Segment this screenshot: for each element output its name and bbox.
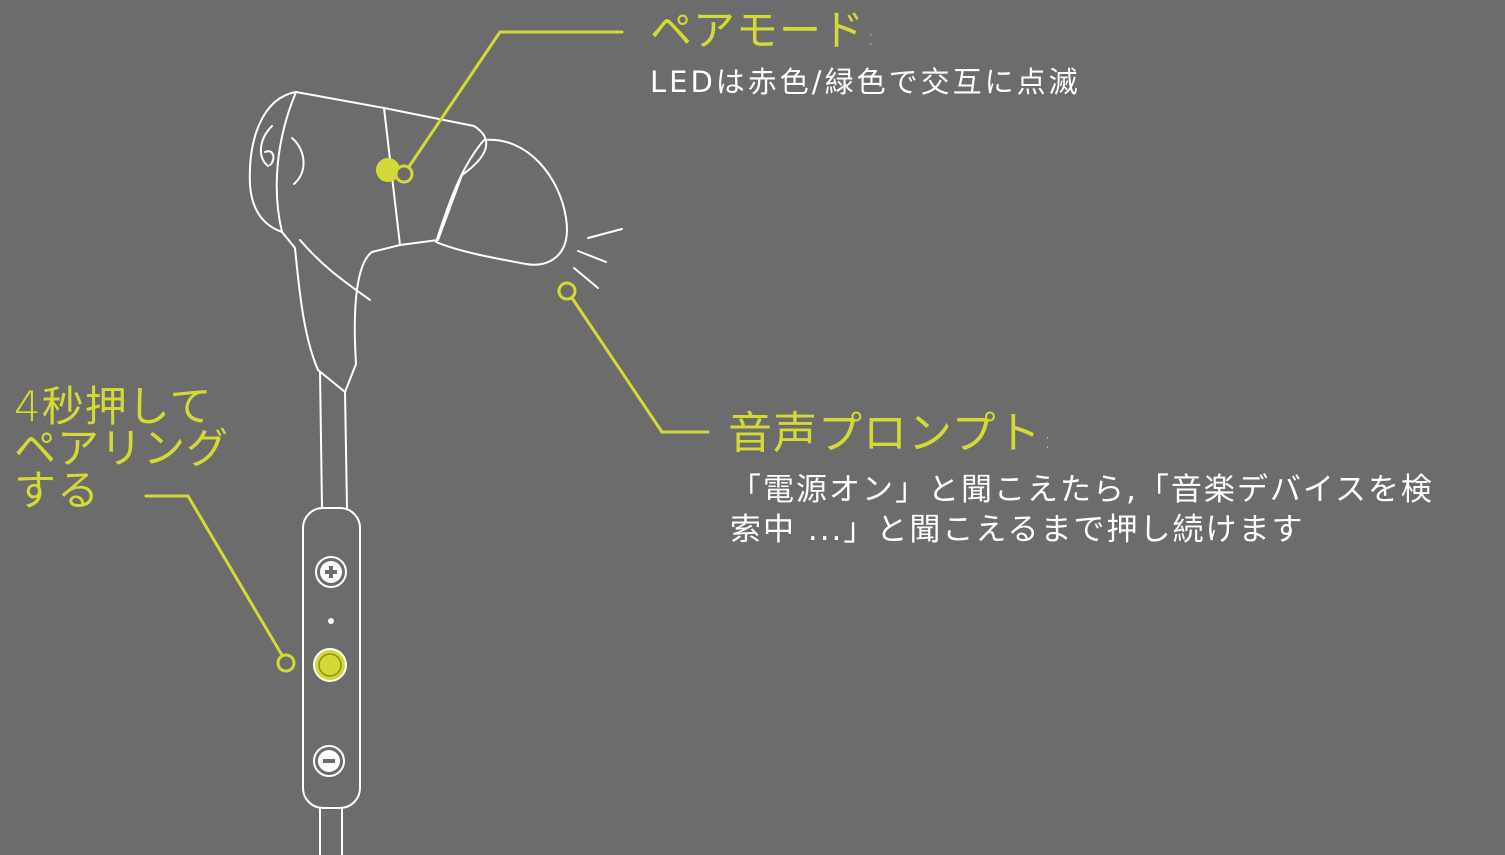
voice-prompt-description: 「電源オン」と聞こえたら,「音楽デバイスを検 索中 ...」と聞こえるまで押し続… bbox=[730, 470, 1434, 550]
press-to-pair-line2: ペアリング bbox=[14, 424, 230, 473]
press-to-pair-leader bbox=[144, 494, 288, 664]
press-to-pair-label: 4秒押して ペアリング する bbox=[14, 386, 229, 512]
voice-prompt-colon: : bbox=[1043, 429, 1053, 454]
led-indicator bbox=[376, 158, 400, 182]
pair-mode-leader bbox=[402, 30, 624, 176]
voice-prompt-title: 音声プロンプト: bbox=[728, 408, 1053, 459]
voice-prompt-description-line2: 索中 ...」と聞こえるまで押し続けます bbox=[730, 512, 1305, 548]
inline-remote bbox=[302, 507, 361, 809]
press-to-pair-anchor bbox=[276, 653, 296, 673]
housing-swoop bbox=[299, 239, 371, 301]
pair-mode-description: LEDは赤色/緑色で交互に点滅 bbox=[650, 65, 1081, 99]
sound-waves bbox=[573, 228, 623, 289]
logo-mark bbox=[260, 125, 275, 167]
housing-cap-edge bbox=[275, 91, 297, 233]
voice-prompt-anchor bbox=[557, 281, 577, 301]
voice-prompt-leader bbox=[566, 290, 710, 434]
voice-prompt-description-line1: 「電源オン」と聞こえたら,「音楽デバイスを検 bbox=[730, 472, 1434, 508]
press-to-pair-line1: 4秒押して bbox=[14, 382, 213, 431]
button-separator-dot bbox=[328, 618, 334, 624]
earphone-housing bbox=[248, 91, 487, 393]
minus-icon bbox=[313, 745, 345, 777]
cable-lower bbox=[319, 807, 343, 855]
press-to-pair-line3: する bbox=[14, 466, 101, 515]
ear-tip bbox=[435, 138, 568, 266]
pair-mode-colon: : bbox=[867, 26, 876, 51]
housing-bump bbox=[291, 137, 305, 185]
cable-upper bbox=[319, 371, 348, 509]
pair-mode-title: ペアモード: bbox=[650, 6, 876, 55]
pair-mode-anchor bbox=[394, 164, 414, 184]
plus-icon bbox=[315, 556, 347, 588]
